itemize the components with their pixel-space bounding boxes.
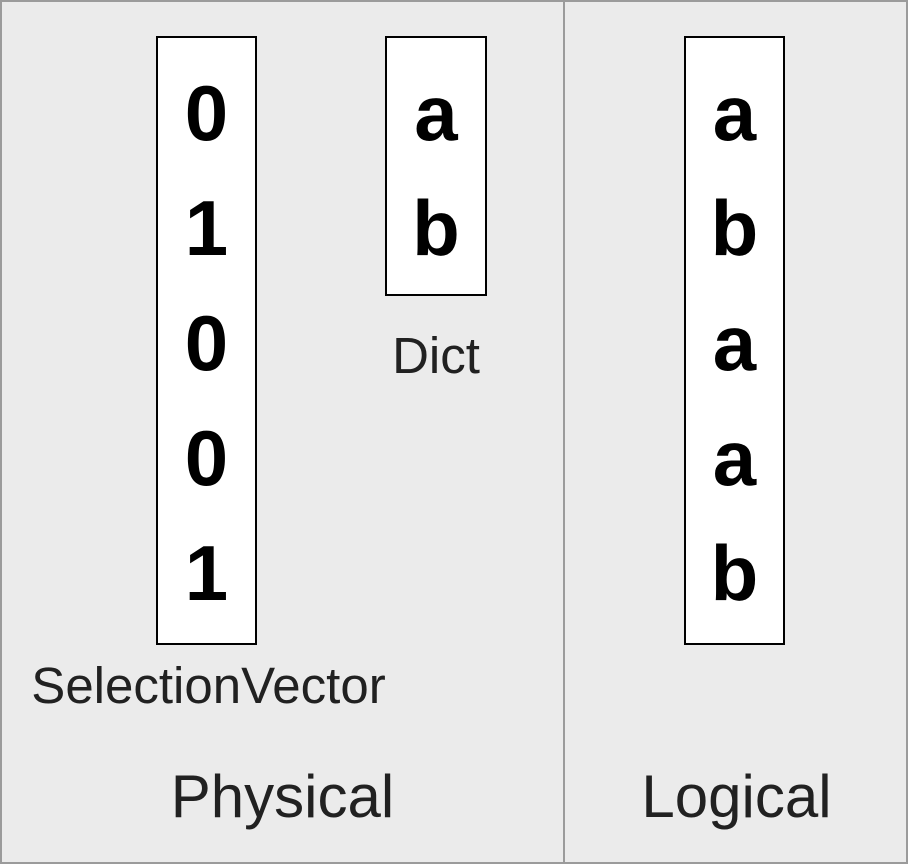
selection-vector-value: 1: [184, 183, 229, 272]
selection-vector-value: 0: [184, 298, 229, 387]
selection-vector-value: 0: [184, 68, 229, 157]
logical-value: b: [710, 528, 759, 617]
logical-value: a: [712, 68, 757, 157]
selection-vector-value: 1: [184, 528, 229, 617]
selection-vector-value: 0: [184, 413, 229, 502]
selection-vector-box: 0 1 0 0 1: [156, 36, 257, 645]
dict-box: a b: [385, 36, 487, 296]
dict-value: a: [414, 68, 458, 157]
dict-value: b: [412, 183, 460, 272]
dict-label: Dict: [392, 327, 480, 384]
logical-value: b: [710, 183, 759, 272]
logical-value: a: [712, 298, 757, 387]
physical-panel-title: Physical: [170, 763, 395, 830]
logical-value: a: [712, 413, 757, 502]
selection-vector-label: SelectionVector: [31, 657, 386, 714]
logical-panel-title: Logical: [641, 763, 832, 830]
panel-divider: [563, 2, 565, 862]
logical-vector-box: a b a a b: [684, 36, 785, 645]
